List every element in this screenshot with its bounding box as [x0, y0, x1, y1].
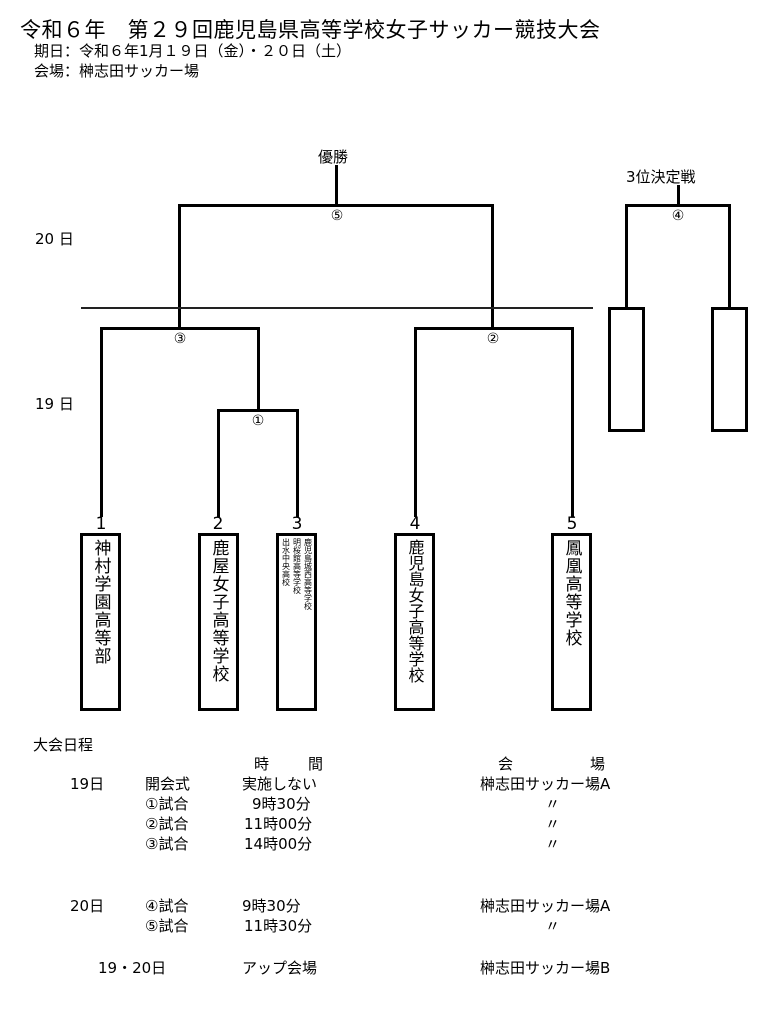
match-3-bracket-left — [100, 327, 103, 517]
match-1-bracket-top — [217, 409, 298, 412]
schedule-row-venue: 榊志田サッカー場A — [480, 897, 611, 915]
day-label-20: 20 日 — [35, 230, 74, 248]
schedule-row-event: ①試合 — [145, 795, 189, 813]
schedule-row-venue: 〃 — [545, 815, 561, 833]
match-3-bracket-top — [100, 327, 259, 330]
third-place-label: 3位決定戦 — [626, 168, 696, 186]
schedule-row-time: 9時30分 — [252, 795, 311, 813]
schedule-row-venue: 〃 — [545, 795, 561, 813]
seed-2: 2 — [212, 514, 224, 534]
team-name-5: 鳳凰高等学校 — [561, 539, 582, 647]
team-name-3b: 明桜館高等学校 — [292, 538, 302, 594]
match-2-bracket-top — [414, 327, 574, 330]
match-1-bracket-right — [296, 409, 299, 517]
champion-label: 優勝 — [318, 148, 349, 166]
col-time-2: 間 — [308, 755, 324, 773]
schedule-row-time: 11時30分 — [244, 917, 313, 935]
third-place-bracket-right — [728, 204, 731, 309]
match-3-number: ③ — [173, 331, 187, 347]
third-place-bracket-top — [625, 204, 731, 207]
team-name-1: 神村学園高等部 — [90, 539, 111, 665]
final-bracket-left — [178, 204, 181, 329]
final-bracket-right — [491, 204, 494, 329]
seed-4: 4 — [409, 514, 421, 534]
team-box-2: 鹿屋女子高等学校 — [198, 533, 239, 711]
match-1-bracket-left — [217, 409, 220, 517]
schedule-row-event: 開会式 — [145, 775, 191, 793]
schedule-row-day: 20日 — [70, 897, 105, 915]
team-box-5: 鳳凰高等学校 — [551, 533, 592, 711]
seed-5: 5 — [566, 514, 578, 534]
team-box-4: 鹿児島女子高等学校 — [394, 533, 435, 711]
match-2-bracket-left — [414, 327, 417, 517]
third-place-slot-right — [711, 307, 748, 432]
match-2-number: ② — [486, 331, 500, 347]
team-box-3: 鹿児島城西高等学校 明桜館高等学校 出水中央高校 — [276, 533, 317, 711]
seed-3: 3 — [291, 514, 303, 534]
team-name-4: 鹿児島女子高等学校 — [405, 539, 425, 683]
third-place-stem-line — [677, 185, 680, 206]
schedule-heading: 大会日程 — [33, 736, 94, 754]
schedule-row-time: 11時00分 — [244, 815, 313, 833]
schedule-row-time: 実施しない — [242, 775, 318, 793]
event-dates: 期日：令和６年1月１９日（金）・２０日（土） — [34, 42, 352, 60]
schedule-row-event: ④試合 — [145, 897, 189, 915]
schedule-row-venue: 榊志田サッカー場A — [480, 775, 611, 793]
third-place-bracket-left — [625, 204, 628, 309]
schedule-row-event: ⑤試合 — [145, 917, 189, 935]
day-label-19: 19 日 — [35, 395, 74, 413]
match-1-number: ① — [251, 413, 265, 429]
col-venue-1: 会 — [498, 755, 514, 773]
team-name-3a: 鹿児島城西高等学校 — [303, 538, 313, 610]
team-box-1: 神村学園高等部 — [80, 533, 121, 711]
schedule-row-event: ②試合 — [145, 815, 189, 833]
team-name-3c: 出水中央高校 — [281, 538, 291, 586]
col-venue-2: 場 — [590, 755, 606, 773]
day-divider-line — [81, 307, 593, 309]
match-2-bracket-right — [571, 327, 574, 517]
third-place-slot-left — [608, 307, 645, 432]
schedule-row-venue: 〃 — [545, 917, 561, 935]
seed-1: 1 — [95, 514, 107, 534]
schedule-row-time: アップ会場 — [242, 959, 318, 977]
page-title: 令和６年 第２９回鹿児島県高等学校女子サッカー競技大会 — [20, 18, 601, 42]
event-venue: 会場：榊志田サッカー場 — [34, 62, 200, 80]
schedule-row-day: 19日 — [70, 775, 105, 793]
final-bracket-top — [178, 204, 494, 207]
team-name-2: 鹿屋女子高等学校 — [208, 539, 229, 683]
match-3-bracket-right — [257, 327, 260, 411]
final-stem-line — [335, 165, 338, 206]
match-4-number: ④ — [671, 208, 685, 224]
schedule-row-time: 9時30分 — [242, 897, 301, 915]
schedule-row-day: 19・20日 — [98, 959, 167, 977]
schedule-row-time: 14時00分 — [244, 835, 313, 853]
match-5-number: ⑤ — [330, 208, 344, 224]
schedule-row-event: ③試合 — [145, 835, 189, 853]
schedule-row-venue: 榊志田サッカー場B — [480, 959, 611, 977]
col-time-1: 時 — [254, 755, 270, 773]
schedule-row-venue: 〃 — [545, 835, 561, 853]
